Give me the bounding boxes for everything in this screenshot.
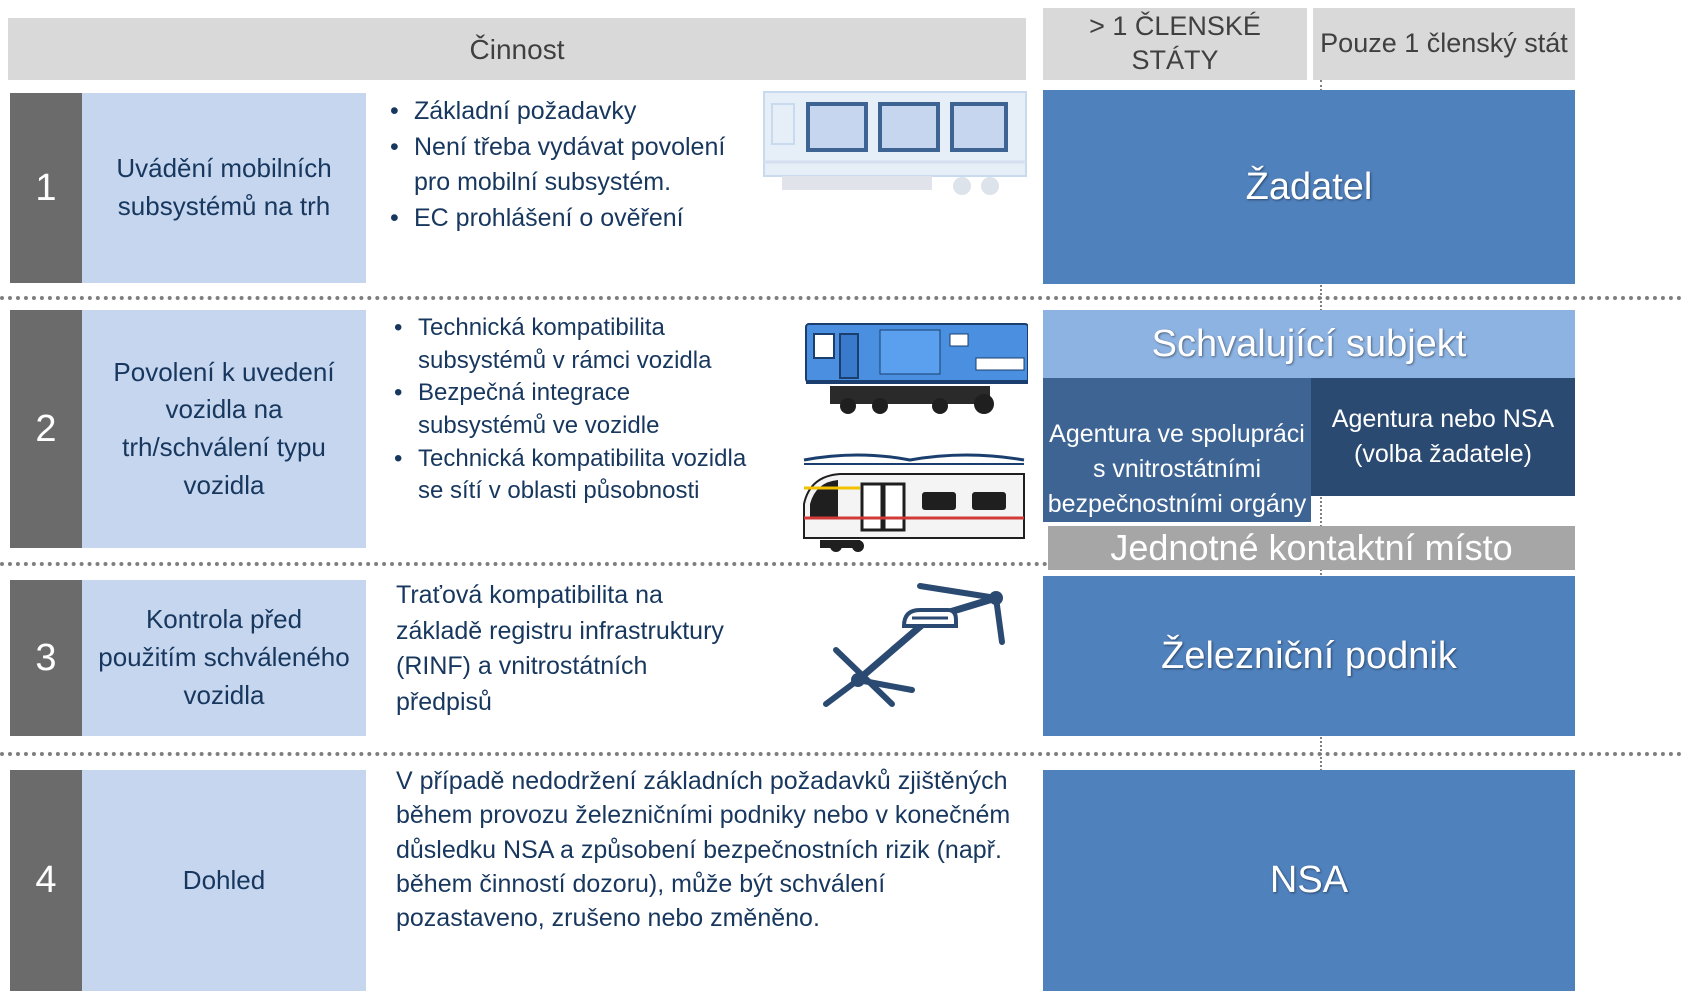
row-description-2: Technická kompatibilita subsystémů v rám… <box>392 312 758 508</box>
role-multi-state: Agentura ve spolupráci s vnitrostátními … <box>1043 378 1311 522</box>
row-separator <box>0 752 1683 756</box>
bullet-item: Technická kompatibilita vozidla se sítí … <box>392 443 758 508</box>
row-number-3: 3 <box>10 580 82 736</box>
role-nsa: NSA <box>1043 770 1575 991</box>
row-separator <box>0 296 1683 300</box>
bullet-item: Technická kompatibilita subsystémů v rám… <box>392 312 758 377</box>
pantograph-icon <box>820 580 1010 715</box>
header-single-state: Pouze 1 členský stát <box>1313 8 1575 80</box>
header-multi-state: > 1 ČLENSKÉ STÁTY <box>1043 8 1307 80</box>
role-applicant: Žadatel <box>1043 90 1575 284</box>
row-number-4: 4 <box>10 770 82 991</box>
row-activity-2: Povolení k uvedení vozidla na trh/schvál… <box>82 310 366 548</box>
passenger-train-icon <box>800 448 1026 552</box>
header-activity: Činnost <box>8 18 1026 80</box>
row-description-1: Základní požadavky Není třeba vydávat po… <box>388 94 758 236</box>
role-railway-undertaking: Železniční podnik <box>1043 576 1575 736</box>
row-activity-1: Uvádění mobilních subsystémů na trh <box>82 93 366 283</box>
bullet-item: Není třeba vydávat povolení pro mobilní … <box>388 130 758 201</box>
row-number-2: 2 <box>10 310 82 548</box>
bullet-item: Základní požadavky <box>388 94 758 130</box>
bullet-item: Bezpečná integrace subsystémů ve vozidle <box>392 377 758 442</box>
locomotive-icon <box>800 320 1028 416</box>
row-description-3: Traťová kompatibilita na základě registr… <box>396 581 724 716</box>
one-stop-shop: Jednotné kontaktní místo <box>1048 526 1575 570</box>
role-approving-body: Schvalující subjekt <box>1043 310 1575 378</box>
row-description-4: V případě nedodržení základních požadavk… <box>396 767 1011 932</box>
role-single-state: Agentura nebo NSA (volba žadatele) <box>1311 378 1575 496</box>
row-number-1: 1 <box>10 93 82 283</box>
row-separator <box>0 562 1048 566</box>
row-activity-4: Dohled <box>82 770 366 991</box>
bullet-item: EC prohlášení o ověření <box>388 201 758 237</box>
train-outline-icon <box>762 90 1028 200</box>
row-activity-3: Kontrola před použitím schváleného vozid… <box>82 580 366 736</box>
